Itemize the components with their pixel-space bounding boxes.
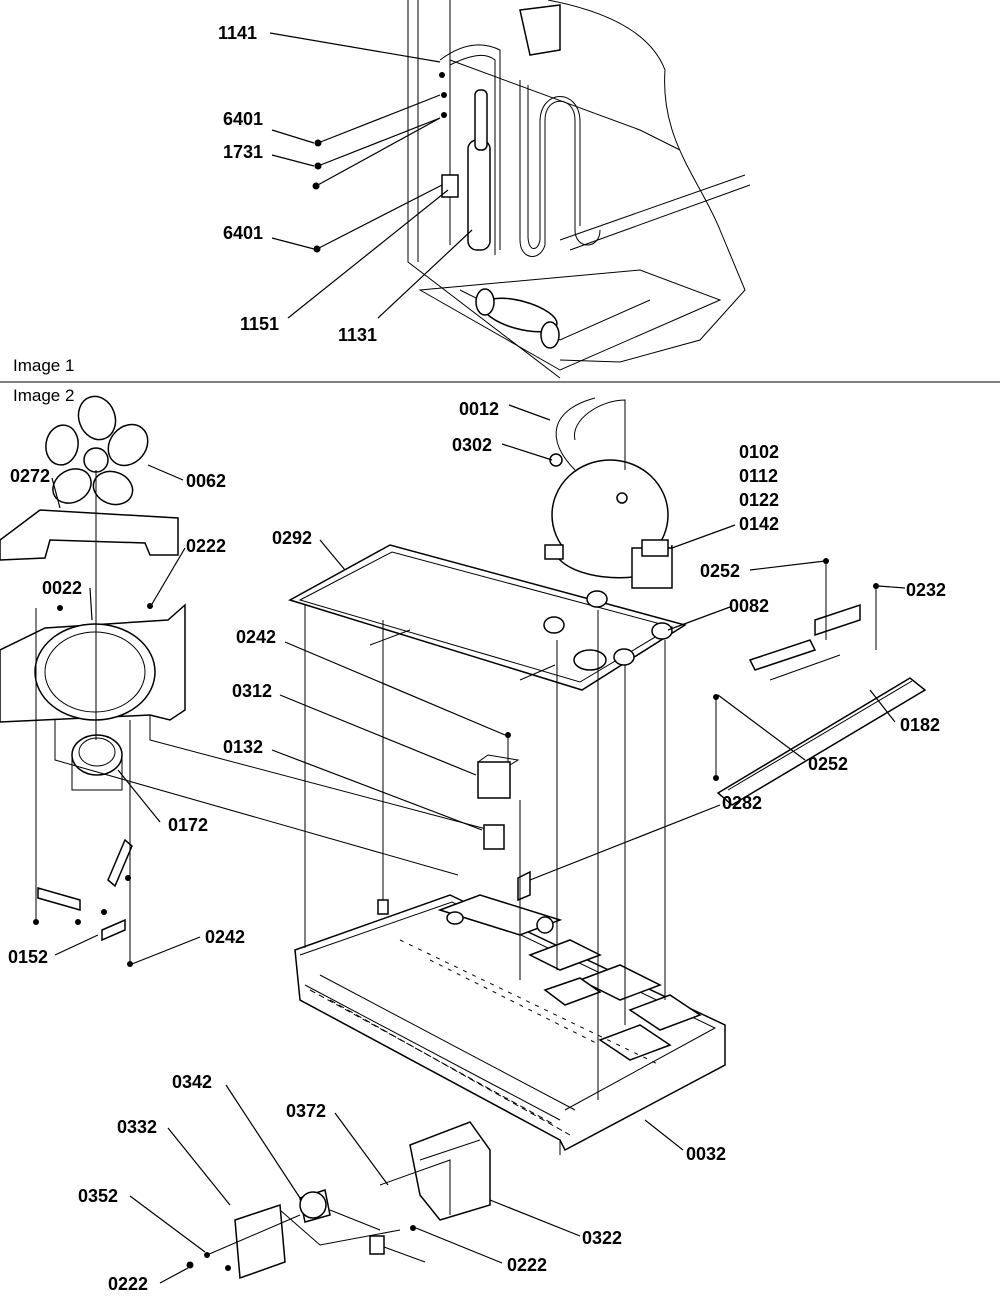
compressor — [544, 397, 673, 589]
label-0152: 0152 — [8, 947, 48, 967]
label-0252-upper: 0252 — [700, 561, 740, 581]
label-0252-lower: 0252 — [808, 754, 848, 774]
image2-drawing — [0, 395, 927, 1280]
label-0282: 0282 — [722, 793, 762, 813]
label-0232: 0232 — [906, 580, 946, 600]
caption-image2: Image 2 — [13, 386, 74, 405]
label-0102: 0102 — [739, 442, 779, 462]
label-0242-lower: 0242 — [205, 927, 245, 947]
label-0332: 0332 — [117, 1117, 157, 1137]
label-0222-lower-right: 0222 — [507, 1255, 547, 1275]
label-0222-upper: 0222 — [186, 536, 226, 556]
label-0142: 0142 — [739, 514, 779, 534]
label-0172: 0172 — [168, 815, 208, 835]
label-0112: 0112 — [739, 466, 778, 486]
label-0012: 0012 — [459, 399, 499, 419]
label-0182: 0182 — [900, 715, 940, 735]
label-0342: 0342 — [172, 1072, 212, 1092]
label-0372: 0372 — [286, 1101, 326, 1121]
image1-drawing — [312, 0, 751, 379]
label-0122: 0122 — [739, 490, 779, 510]
label-0302: 0302 — [452, 435, 492, 455]
image1-leaders — [269, 32, 473, 319]
label-0222-lower-left: 0222 — [108, 1274, 148, 1294]
drier-cylinder — [467, 139, 491, 251]
image2-leaders — [51, 404, 906, 1284]
label-0312: 0312 — [232, 681, 272, 701]
label-0132: 0132 — [223, 737, 263, 757]
label-1731: 1731 — [223, 142, 263, 162]
drier-bracket — [441, 174, 459, 198]
label-1141: 1141 — [218, 23, 257, 43]
caption-image1: Image 1 — [13, 356, 74, 375]
bracket-0182 — [716, 677, 927, 806]
label-0272: 0272 — [10, 466, 50, 486]
label-6401-lower: 6401 — [223, 223, 263, 243]
label-0032: 0032 — [686, 1144, 726, 1164]
label-0082: 0082 — [729, 596, 769, 616]
label-1131: 1131 — [338, 325, 377, 345]
label-0322: 0322 — [582, 1228, 622, 1248]
label-0242-upper: 0242 — [236, 627, 276, 647]
label-6401-upper: 6401 — [223, 109, 263, 129]
fan-blade — [45, 395, 149, 506]
label-0352: 0352 — [78, 1186, 118, 1206]
label-0292: 0292 — [272, 528, 312, 548]
label-1151: 1151 — [240, 314, 279, 334]
base-pan — [294, 894, 726, 1155]
relay-box — [477, 761, 511, 799]
label-0022: 0022 — [42, 578, 82, 598]
label-0062: 0062 — [186, 471, 226, 491]
